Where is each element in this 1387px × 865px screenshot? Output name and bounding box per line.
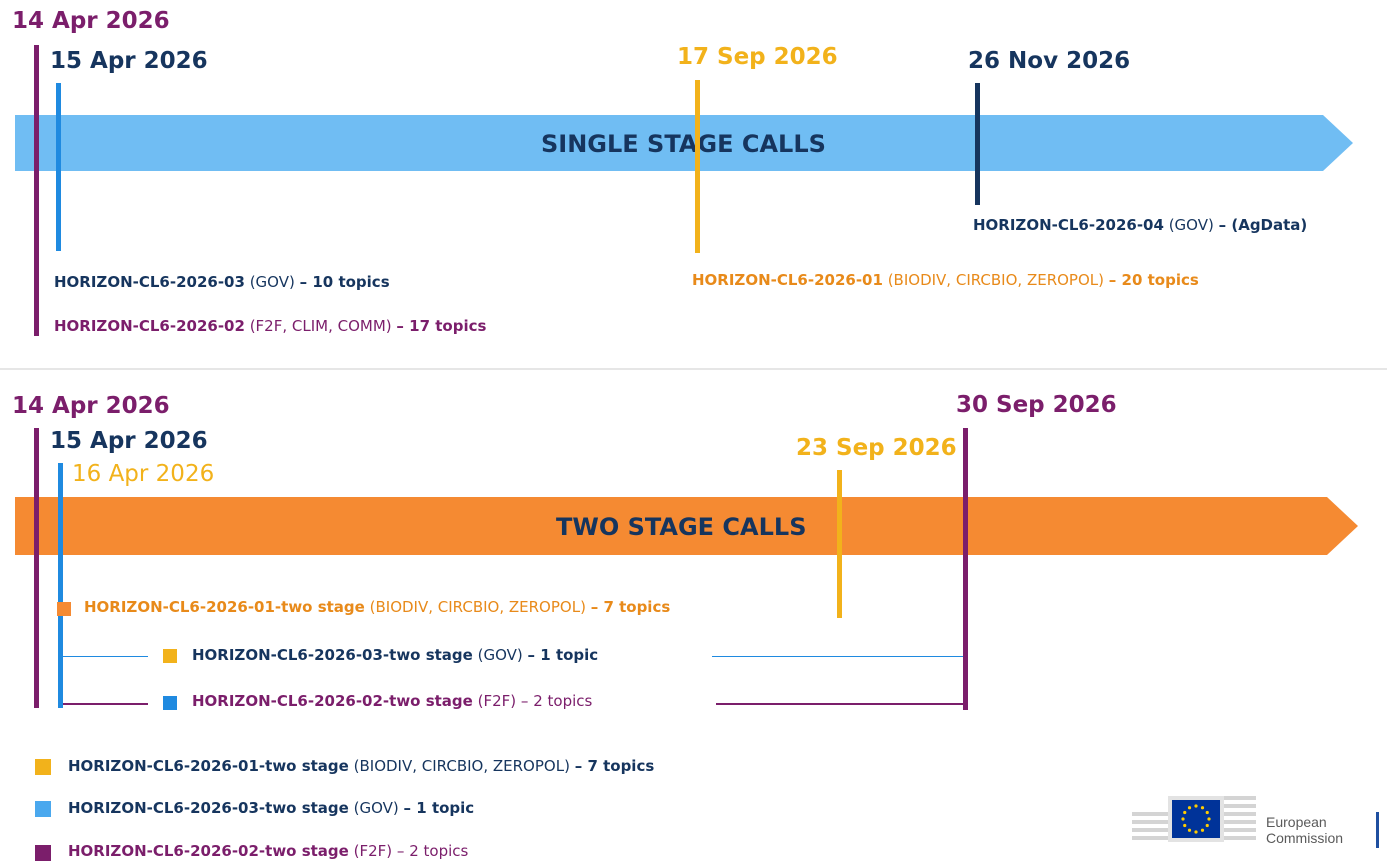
call-areas: (GOV) <box>477 646 523 664</box>
marker-15-apr-single <box>56 83 61 251</box>
section-divider <box>0 368 1387 370</box>
marker-17-sep-single <box>695 80 700 253</box>
call-areas: (F2F, CLIM, COMM) <box>249 317 392 335</box>
square-orange-icon <box>57 602 71 616</box>
call-topics: 10 topics <box>312 273 390 291</box>
legend-areas: (GOV) <box>353 799 399 817</box>
legend-areas: (F2F) <box>353 842 393 860</box>
date-14-apr-2026: 14 Apr 2026 <box>12 8 170 34</box>
call-cl6-2026-01: HORIZON-CL6-2026-01 (BIODIV, CIRCBIO, ZE… <box>692 271 1199 289</box>
legend-id: HORIZON-CL6-2026-01-two stage <box>68 757 349 775</box>
call-dash: – <box>527 646 541 664</box>
marker-14-apr-two <box>34 428 39 708</box>
call-dash: – <box>396 317 410 335</box>
call-id: HORIZON-CL6-2026-01-two stage <box>84 598 365 616</box>
date-15-apr-2026: 15 Apr 2026 <box>50 48 208 74</box>
marker-26-nov-single <box>975 83 980 205</box>
call-areas: (GOV) <box>249 273 295 291</box>
european-commission-logo <box>1132 796 1256 842</box>
two-call-cl6-2026-02: HORIZON-CL6-2026-02-two stage (F2F) – 2 … <box>192 692 592 710</box>
eu-star-icon <box>1205 823 1209 828</box>
logo-text: European Commission <box>1266 814 1343 846</box>
call-areas: (GOV) <box>1168 216 1214 234</box>
single-stage-arrow-label: SINGLE STAGE CALLS <box>541 130 826 158</box>
two-call-cl6-2026-01: HORIZON-CL6-2026-01-two stage (BIODIV, C… <box>84 598 670 616</box>
connector-cl6-2026-02-left <box>63 703 148 705</box>
call-cl6-2026-03: HORIZON-CL6-2026-03 (GOV) – 10 topics <box>54 273 390 291</box>
eu-star-icon <box>1181 817 1185 821</box>
two-stage-arrow-label: TWO STAGE CALLS <box>556 513 807 541</box>
connector-cl6-2026-03-left <box>63 656 148 657</box>
square-gold-icon <box>163 649 177 663</box>
single-stage-arrow <box>15 115 1353 171</box>
call-areas: (F2F) <box>477 692 517 710</box>
call-areas: (BIODIV, CIRCBIO, ZEROPOL) <box>369 598 586 616</box>
call-cl6-2026-02: HORIZON-CL6-2026-02 (F2F, CLIM, COMM) – … <box>54 317 486 335</box>
date-23-sep-2026-two: 23 Sep 2026 <box>796 435 957 461</box>
marker-15-apr-two <box>58 463 63 708</box>
logo-line-european: European <box>1266 814 1327 830</box>
marker-14-apr-single <box>34 45 39 336</box>
eu-star-icon <box>1183 823 1187 828</box>
legend-purple-icon <box>35 845 51 861</box>
legend-id: HORIZON-CL6-2026-03-two stage <box>68 799 349 817</box>
legend-dash: – <box>574 757 588 775</box>
date-30-sep-2026-two: 30 Sep 2026 <box>956 392 1117 418</box>
eu-star-icon <box>1194 804 1198 808</box>
call-id: HORIZON-CL6-2026-02 <box>54 317 245 335</box>
legend-dash: – <box>403 799 417 817</box>
legend-blue-icon <box>35 801 51 817</box>
legend-item-cl6-2026-02: HORIZON-CL6-2026-02-two stage (F2F) – 2 … <box>68 842 468 860</box>
call-id: HORIZON-CL6-2026-02-two stage <box>192 692 473 710</box>
two-call-cl6-2026-03: HORIZON-CL6-2026-03-two stage (GOV) – 1 … <box>192 646 598 664</box>
date-26-nov-2026: 26 Nov 2026 <box>968 48 1131 74</box>
legend-areas: (BIODIV, CIRCBIO, ZEROPOL) <box>353 757 570 775</box>
call-topics: 7 topics <box>603 598 671 616</box>
connector-cl6-2026-02-right <box>716 703 963 705</box>
date-16-apr-2026-two: 16 Apr 2026 <box>72 461 215 487</box>
logo-accent-bar <box>1376 812 1379 848</box>
date-17-sep-2026: 17 Sep 2026 <box>677 44 838 70</box>
legend-topics: 2 topics <box>409 842 469 860</box>
legend-gold-icon <box>35 759 51 775</box>
call-id: HORIZON-CL6-2026-01 <box>692 271 883 289</box>
legend-topics: 1 topic <box>416 799 475 817</box>
eu-star-icon <box>1194 830 1198 834</box>
call-id: HORIZON-CL6-2026-03-two stage <box>192 646 473 664</box>
call-topics: (AgData) <box>1231 216 1308 234</box>
legend-id: HORIZON-CL6-2026-02-two stage <box>68 842 349 860</box>
call-areas: (BIODIV, CIRCBIO, ZEROPOL) <box>887 271 1104 289</box>
eu-star-icon <box>1200 828 1205 832</box>
eu-star-icon <box>1207 817 1211 821</box>
marker-23-sep-two <box>837 470 842 618</box>
legend-item-cl6-2026-01: HORIZON-CL6-2026-01-two stage (BIODIV, C… <box>68 757 654 775</box>
eu-star-icon <box>1205 810 1209 815</box>
marker-30-sep-two <box>963 428 968 710</box>
two-stage-arrow <box>15 497 1358 555</box>
call-topics: 20 topics <box>1121 271 1199 289</box>
eu-star-icon <box>1200 806 1205 810</box>
call-dash: – <box>520 692 534 710</box>
call-dash: – <box>590 598 604 616</box>
call-id: HORIZON-CL6-2026-04 <box>973 216 1164 234</box>
call-dash: – <box>1218 216 1232 234</box>
eu-star-icon <box>1187 806 1192 810</box>
connector-cl6-2026-03-right <box>712 656 963 657</box>
call-topics: 17 topics <box>409 317 487 335</box>
square-blue-icon <box>163 696 177 710</box>
eu-star-icon <box>1183 810 1187 815</box>
call-cl6-2026-04: HORIZON-CL6-2026-04 (GOV) – (AgData) <box>973 216 1307 234</box>
eu-star-icon <box>1187 828 1192 832</box>
logo-line-commission: Commission <box>1266 830 1344 846</box>
call-topics: 2 topics <box>533 692 593 710</box>
date-15-apr-2026-two: 15 Apr 2026 <box>50 428 208 454</box>
call-dash: – <box>299 273 313 291</box>
call-id: HORIZON-CL6-2026-03 <box>54 273 245 291</box>
date-14-apr-2026-two: 14 Apr 2026 <box>12 393 170 419</box>
legend-item-cl6-2026-03: HORIZON-CL6-2026-03-two stage (GOV) – 1 … <box>68 799 474 817</box>
legend-dash: – <box>396 842 410 860</box>
call-dash: – <box>1108 271 1122 289</box>
call-topics: 1 topic <box>540 646 599 664</box>
legend-topics: 7 topics <box>587 757 655 775</box>
